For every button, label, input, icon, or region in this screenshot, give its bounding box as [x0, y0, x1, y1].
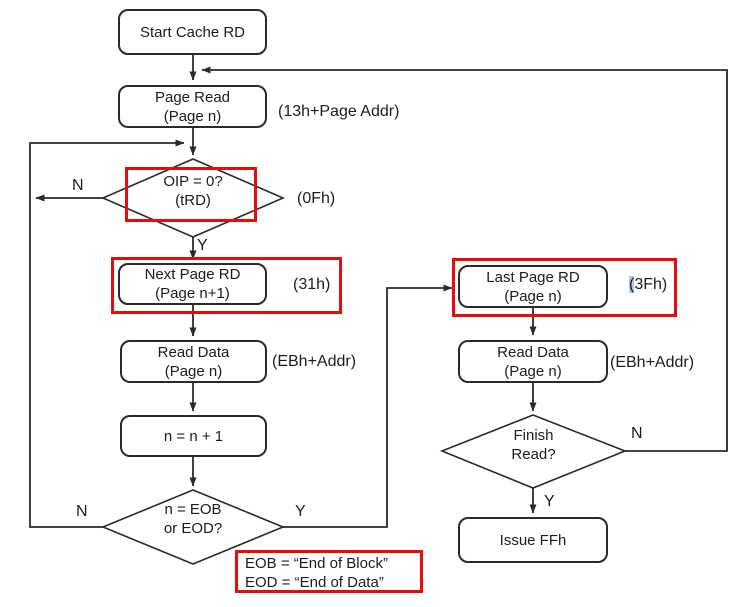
- oip-decision-diamond: [100, 158, 286, 238]
- eob-decision-text: n = EOB or EOD?: [163, 501, 223, 537]
- read-data-left-node: Read Data (Page n): [120, 340, 267, 383]
- increment-node: n = n + 1: [120, 415, 267, 457]
- legend-line-eod: EOD = “End of Data”: [245, 574, 384, 591]
- last-page-rd-label-line1: Last Page RD: [486, 268, 580, 286]
- read-data-right-label-line2: (Page n): [504, 362, 562, 380]
- selection-highlight: (: [629, 276, 635, 293]
- read-data-left-command-annotation: (EBh+Addr): [272, 353, 357, 370]
- last-page-rd-node: Last Page RD (Page n): [458, 265, 608, 308]
- start-cache-rd-label: Start Cache RD: [139, 23, 246, 41]
- issue-ffh-label: Issue FFh: [499, 531, 567, 549]
- finish-yes-label: Y: [544, 493, 555, 510]
- next-page-rd-label-line2: (Page n+1): [155, 285, 230, 302]
- eob-decision-diamond: [100, 489, 286, 565]
- page-read-command-annotation: (13h+Page Addr): [278, 103, 400, 120]
- read-data-right-command-annotation: (EBh+Addr): [610, 354, 695, 371]
- read-data-left-label-line2: (Page n): [164, 362, 223, 380]
- legend-line-eob: EOB = “End of Block”: [245, 555, 388, 572]
- finish-decision-text: Finish Read?: [511, 427, 556, 463]
- next-page-rd-label-line1: Next Page RD: [144, 266, 241, 283]
- oip-yes-label: Y: [197, 237, 208, 254]
- issue-ffh-node: Issue FFh: [458, 517, 608, 563]
- read-data-right-node: Read Data (Page n): [458, 340, 608, 383]
- next-page-command-annotation: (31h): [293, 276, 331, 293]
- last-page-command-annotation: (3Fh): [629, 276, 668, 293]
- finish-no-label: N: [631, 425, 643, 442]
- oip-command-annotation: (0Fh): [297, 190, 336, 207]
- page-read-node: Page Read (Page n): [118, 85, 267, 128]
- last-page-rd-label-line2: (Page n): [504, 287, 562, 305]
- increment-label: n = n + 1: [163, 427, 224, 445]
- oip-decision-text: OIP = 0? (tRD): [163, 173, 223, 209]
- finish-decision-diamond: [439, 414, 628, 489]
- eob-yes-label: Y: [295, 503, 306, 520]
- eob-no-label: N: [76, 503, 88, 520]
- oip-no-label: N: [72, 177, 84, 194]
- page-read-label-line1: Page Read: [154, 88, 231, 106]
- next-page-rd-node: Next Page RD (Page n+1): [118, 263, 267, 305]
- start-cache-rd-node: Start Cache RD: [118, 9, 267, 55]
- read-data-right-label-line1: Read Data: [497, 343, 569, 361]
- page-read-label-line2: (Page n): [163, 107, 222, 125]
- legend-box: EOB = “End of Block” EOD = “End of Data”: [235, 550, 423, 593]
- read-data-left-label-line1: Read Data: [157, 343, 230, 361]
